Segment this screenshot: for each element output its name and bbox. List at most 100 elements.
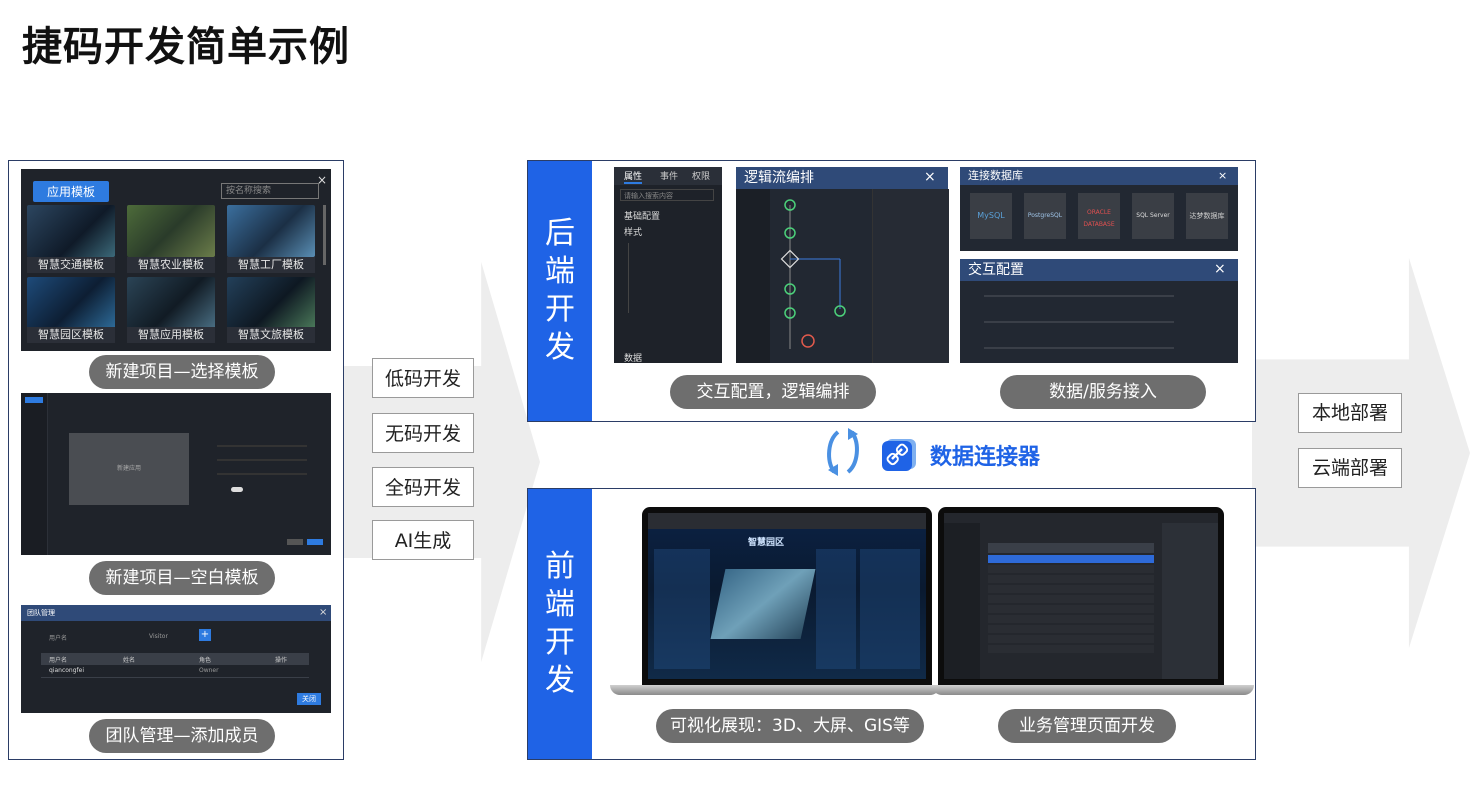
project-setup-panel: 应用模板 按名称搜索 × 智慧交通模板 智慧农业模板 智慧工厂模板 智慧园区模板… [8,160,344,760]
db-dameng[interactable]: 达梦数据库 [1186,193,1228,239]
node-config-panel [872,189,949,363]
template-label: 智慧应用模板 [127,327,215,343]
template-thumb-agriculture[interactable] [127,205,215,257]
sidebar-active-item[interactable] [25,397,43,403]
node-palette [736,189,770,363]
business-table-rows [988,565,1154,655]
db-oracle[interactable]: ORACLE DATABASE [1078,193,1120,239]
interaction-config-panel: 交互配置 × [960,259,1238,363]
close-icon[interactable]: × [319,607,328,618]
db-sqlserver[interactable]: SQL Server [1132,193,1174,239]
logic-flow-panel: 逻辑流编排 × [736,167,949,363]
dashboard-3d: 智慧园区 [648,529,926,679]
scrollbar[interactable] [323,205,326,265]
dialog-sidebar [21,393,48,555]
template-label: 智慧园区模板 [27,327,115,343]
app-template-button[interactable]: 应用模板 [33,181,110,202]
browser-bar [648,513,926,529]
deploy-cloud: 云端部署 [1298,448,1402,488]
logic-flow-title: 逻辑流编排 [736,167,948,189]
backend-frame: 后端开发 属性 事件 权限 请输入搜索内容 基础配置 样式 数据 逻辑流编排 × [527,160,1256,422]
caption-blank-template: 新建项目—空白模板 [89,561,275,595]
close-icon[interactable]: × [1218,169,1228,182]
caption-interaction-logic: 交互配置，逻辑编排 [670,375,876,409]
caption-team-management: 团队管理—添加成员 [89,719,275,753]
flow-canvas[interactable] [770,189,870,363]
section-data[interactable]: 数据 [624,354,643,364]
data-connector-label: 数据连接器 [930,445,1041,470]
blank-template-dialog: 新建应用 [21,393,331,555]
sync-arrows-icon [827,428,859,476]
3d-building [710,569,816,639]
close-team-button[interactable]: 关闭 [297,693,321,705]
template-thumb-traffic[interactable] [27,205,115,257]
column-header: 用户名 [49,657,68,664]
form-line [217,445,307,447]
backend-label: 后端开发 [528,161,592,421]
table-row[interactable] [988,555,1154,563]
member-role: Owner [199,667,219,674]
column-header: 角色 [199,657,212,664]
section-style[interactable]: 样式 [624,228,643,238]
business-page [944,513,1218,679]
deploy-local: 本地部署 [1298,393,1402,433]
template-dialog: 应用模板 按名称搜索 × 智慧交通模板 智慧农业模板 智慧工厂模板 智慧园区模板… [21,169,331,351]
team-dialog-title: 团队管理 [21,605,331,621]
laptop-base [610,685,940,695]
method-no-code: 无码开发 [372,413,474,453]
template-thumb-app[interactable] [127,277,215,329]
cancel-button[interactable] [287,539,303,545]
config-row [984,347,1174,349]
config-row [984,321,1174,323]
db-mysql[interactable]: MySQL [970,193,1012,239]
laptop-base [932,685,1254,695]
role-select[interactable]: Visitor [149,633,168,640]
method-low-code: 低码开发 [372,358,474,398]
template-thumb-tourism[interactable] [227,277,315,329]
caption-select-template: 新建项目—选择模板 [89,355,275,389]
caption-visualization: 可视化展现：3D、大屏、GIS等 [656,709,924,743]
db-postgresql[interactable]: PostgreSQL [1024,193,1066,239]
tab-events[interactable]: 事件 [660,172,679,182]
caption-data-service: 数据/服务接入 [1000,375,1206,409]
close-icon[interactable]: × [1214,261,1226,277]
dashboard-right-widgets [860,549,920,669]
template-label: 智慧农业模板 [127,257,215,273]
template-label: 智慧文旅模板 [227,327,315,343]
config-row [984,295,1174,297]
add-member-button[interactable]: + [199,629,211,641]
form-line [217,473,307,475]
tab-permissions[interactable]: 权限 [692,172,711,182]
tab-properties[interactable]: 属性 [624,169,643,184]
link-icon [882,439,916,471]
properties-search-input[interactable]: 请输入搜索内容 [620,189,714,201]
style-options [628,243,717,313]
template-label: 智慧交通模板 [27,257,115,273]
dashboard-left-widgets [654,549,710,669]
properties-tabs: 属性 事件 权限 [614,167,722,185]
toggle-switch[interactable] [231,487,243,492]
properties-panel: 属性 事件 权限 请输入搜索内容 基础配置 样式 数据 [614,167,722,364]
database-panel-title: 连接数据库 [960,167,1238,185]
database-panel: 连接数据库 × MySQL PostgreSQL ORACLE DATABASE… [960,167,1238,251]
form-line [217,459,307,461]
frontend-label: 前端开发 [528,489,592,759]
team-table-header: 用户名 姓名 角色 操作 [41,653,309,665]
business-property-panel [1162,523,1218,679]
business-table-header [988,543,1154,553]
template-thumb-park[interactable] [27,277,115,329]
column-header: 操作 [275,657,288,664]
dashboard-title: 智慧园区 [748,538,785,548]
template-thumb-factory[interactable] [227,205,315,257]
template-search-input[interactable]: 按名称搜索 [221,183,319,199]
laptop-business-screen [938,507,1224,685]
blank-preview: 新建应用 [69,433,189,505]
confirm-button[interactable] [307,539,323,545]
close-icon[interactable]: × [317,173,328,187]
member-name: qiancongfei [49,667,85,674]
section-basic-config[interactable]: 基础配置 [624,212,661,222]
user-input[interactable]: 用户名 [49,635,68,642]
dashboard-center-widgets [816,549,856,669]
close-icon[interactable]: × [924,169,936,185]
template-label: 智慧工厂模板 [227,257,315,273]
